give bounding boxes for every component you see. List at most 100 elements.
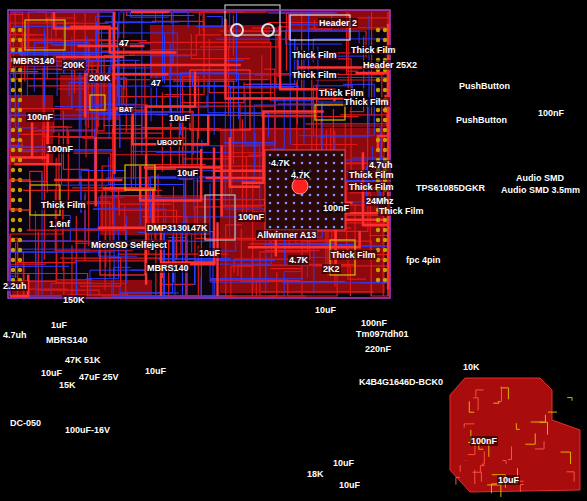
bga-ball	[277, 178, 280, 181]
bga-ball	[277, 202, 280, 205]
header-pad	[383, 228, 387, 232]
component-label: 10uF	[332, 458, 355, 468]
bga-ball	[325, 162, 328, 165]
bga-ball	[333, 186, 336, 189]
component-label: 24Mhz	[365, 196, 395, 206]
component-label: Audio SMD 3.5mm	[500, 185, 581, 195]
bga-ball	[285, 178, 288, 181]
trace	[182, 115, 316, 136]
trace	[10, 252, 113, 253]
header-pad	[11, 148, 15, 152]
bga-ball	[317, 202, 320, 205]
trace	[491, 484, 501, 493]
header-pad	[18, 158, 22, 162]
trace	[465, 460, 466, 461]
bga-ball	[317, 218, 320, 221]
bga-ball	[269, 154, 272, 157]
component-label: 10uF	[338, 480, 361, 490]
trace	[498, 386, 502, 401]
trace	[249, 82, 297, 155]
component-label: 47	[118, 38, 130, 48]
component-label: BAT	[118, 106, 134, 114]
trace	[535, 441, 544, 449]
trace	[21, 130, 47, 192]
trace	[97, 114, 224, 115]
header-pad	[18, 168, 22, 172]
bga-ball	[293, 202, 296, 205]
trace	[157, 74, 265, 106]
header-pad	[383, 38, 387, 42]
header-pad	[18, 138, 22, 142]
component-label: 100nF	[360, 318, 388, 328]
sub-board	[450, 378, 580, 492]
header-pad	[18, 48, 22, 52]
trace	[112, 281, 226, 296]
bga-ball	[341, 170, 344, 173]
bga-ball	[341, 186, 344, 189]
component-label: 100uF-16V	[64, 425, 111, 435]
board-outline	[8, 10, 390, 298]
trace	[225, 142, 276, 143]
component-label: 4.7K	[290, 170, 311, 180]
component-label: 4.7uh	[2, 330, 28, 340]
header-pad	[376, 138, 380, 142]
trace	[102, 30, 114, 113]
bga-ball	[325, 218, 328, 221]
bga-ball	[309, 194, 312, 197]
trace	[456, 477, 460, 484]
component-label: Thick Film	[350, 45, 397, 55]
header-pad	[11, 248, 15, 252]
trace	[156, 86, 230, 153]
component-label: 4.7K	[288, 255, 309, 265]
trace	[10, 122, 47, 157]
trace	[270, 274, 337, 296]
trace	[211, 278, 303, 279]
trace	[29, 260, 64, 296]
trace	[539, 422, 547, 434]
component-label: Thick Film	[348, 182, 395, 192]
trace	[299, 84, 374, 135]
trace	[15, 12, 62, 39]
bga-ball	[269, 210, 272, 213]
header-pad	[383, 238, 387, 242]
bga-ball	[269, 194, 272, 197]
component-label: MBRS140	[146, 263, 190, 273]
trace	[27, 86, 122, 114]
trace	[136, 112, 194, 155]
trace	[10, 36, 87, 115]
component-label: Thick Film	[348, 170, 395, 180]
trace	[216, 12, 289, 40]
component-label: 15K	[58, 380, 77, 390]
header-pad	[18, 258, 22, 262]
component-label: 200K	[88, 73, 112, 83]
bga-ball	[341, 218, 344, 221]
trace	[261, 291, 374, 292]
trace	[286, 30, 349, 44]
trace	[114, 161, 115, 279]
bga-ball	[293, 226, 296, 229]
bga-ball	[269, 186, 272, 189]
component-label: 47K 51K	[64, 355, 102, 365]
header-pad	[376, 78, 380, 82]
header-pad	[18, 228, 22, 232]
header-pad	[376, 128, 380, 132]
trace	[163, 147, 214, 264]
component-label: 10uF	[40, 368, 63, 378]
header-pad	[383, 78, 387, 82]
trace	[115, 109, 133, 174]
component-label: fpc 4pin	[405, 255, 442, 265]
trace	[282, 282, 388, 283]
trace	[252, 256, 253, 296]
header-pad	[11, 68, 15, 72]
trace	[480, 466, 484, 472]
bga-ball	[269, 178, 272, 181]
component-label: MBRS140	[12, 56, 56, 66]
header-pad	[383, 248, 387, 252]
component-label: 150K	[62, 295, 86, 305]
header-pad	[11, 268, 15, 272]
component-label: 18K	[306, 469, 325, 479]
trace	[238, 265, 328, 276]
component-outline	[190, 70, 250, 130]
trace	[242, 119, 243, 217]
trace	[146, 72, 195, 138]
